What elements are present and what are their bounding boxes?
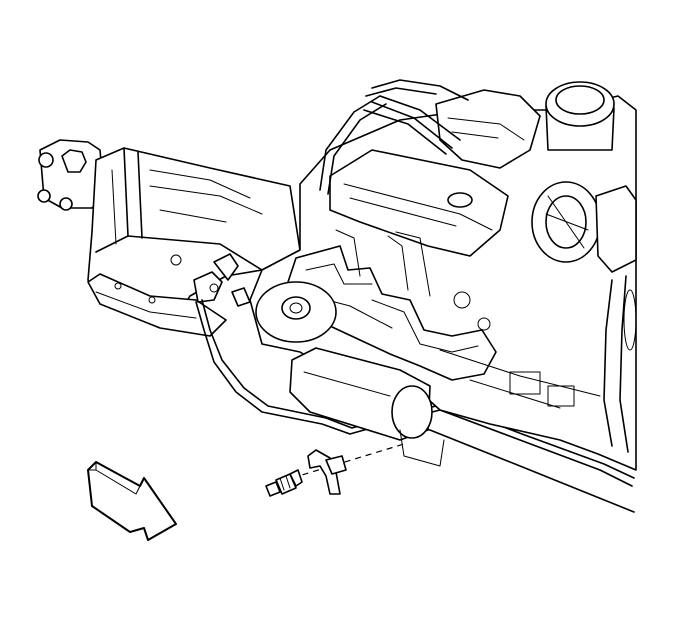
alignment-line (291, 443, 405, 479)
direction-arrow-icon (87, 461, 177, 541)
bolt (265, 469, 303, 497)
transmission-assembly (37, 139, 301, 337)
bracket-clip (307, 449, 347, 495)
engine-assembly (249, 79, 637, 471)
exploded-parts (265, 443, 405, 497)
